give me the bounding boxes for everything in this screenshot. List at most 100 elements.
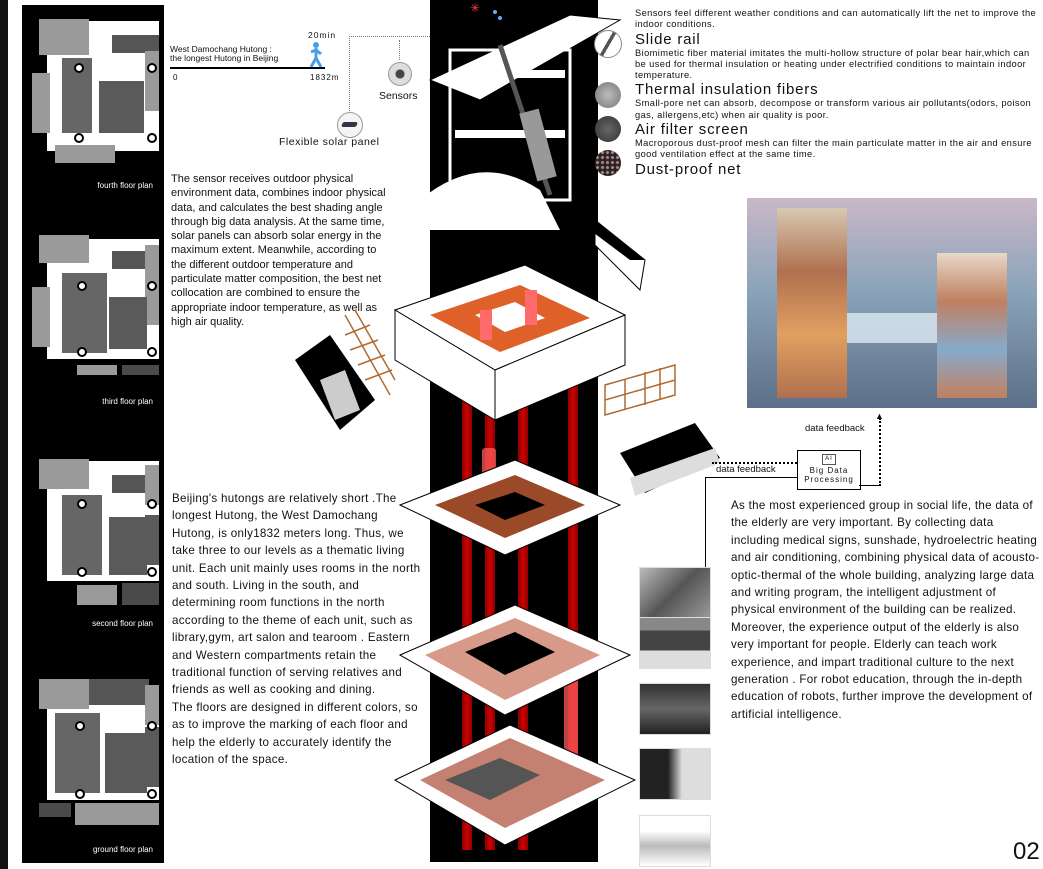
feature-title: Slide rail <box>635 30 701 48</box>
structural-column <box>485 370 495 850</box>
column-marker <box>74 63 84 73</box>
column-marker <box>75 789 85 799</box>
sensors-label: Sensors <box>379 90 418 102</box>
column-marker <box>147 133 157 143</box>
ai-chip-icon: AI <box>822 454 836 465</box>
arrow-up-icon: ▲ <box>875 411 884 421</box>
data-feedback-label-mid: data feedback <box>716 464 776 475</box>
data-input-line <box>705 477 706 567</box>
floor-plan-drawing <box>32 235 165 390</box>
feature-desc: Biomimetic fiber material imitates the m… <box>635 47 1030 81</box>
column-marker <box>147 347 157 357</box>
feature-title: Dust-proof net <box>635 160 742 178</box>
big-data-line2: Processing <box>804 475 854 484</box>
structural-column <box>462 330 472 850</box>
ground-floor-slab <box>393 724 637 846</box>
big-data-line1: Big Data <box>809 466 849 475</box>
flexible-solar-panel-label: Flexible solar panel <box>279 136 380 148</box>
big-data-box: AI Big Data Processing <box>797 450 861 490</box>
floor-plan-fourth: fourth floor plan <box>27 13 165 198</box>
feature-desc: Sensors feel different weather condition… <box>635 8 1037 30</box>
column-marker <box>74 133 84 143</box>
leader-line <box>349 36 444 38</box>
photo-elderly-phone <box>639 567 711 619</box>
slide-rail-icon <box>594 30 622 58</box>
structural-column <box>568 330 578 780</box>
photo-tea-elders <box>639 815 711 867</box>
hutong-text: Beijing's hutongs are relatively short .… <box>172 492 421 697</box>
wooden-screen-right <box>604 364 676 416</box>
floor-plan-label: fourth floor plan <box>97 181 153 190</box>
left-margin <box>8 0 22 869</box>
sun-icon: ✳ <box>470 1 480 15</box>
column-marker <box>77 347 87 357</box>
hutong-scale: West Damochang Hutong : the longest Huto… <box>170 30 338 90</box>
left-border <box>0 0 8 869</box>
floor-plan-label: third floor plan <box>102 397 153 406</box>
column-marker <box>147 567 157 577</box>
floor-plan-second: second floor plan <box>27 455 165 640</box>
wooden-screen <box>344 309 396 396</box>
photo-calligraphy <box>639 748 711 800</box>
lower-floor-slab <box>398 604 632 716</box>
elderly-data-paragraph: As the most experienced group in social … <box>731 497 1041 723</box>
facade-shading-detail: ✳ <box>420 1 622 230</box>
middle-floor-slab <box>398 459 622 556</box>
hutong-caption-line2: the longest Hutong in Beijing <box>170 53 279 63</box>
tower-right <box>937 253 1007 398</box>
column-marker <box>77 499 87 509</box>
column-marker <box>147 499 157 509</box>
scale-start: 0 <box>173 73 178 82</box>
time-label: 20min <box>308 30 337 40</box>
floor-plan-label: second floor plan <box>92 619 153 628</box>
thermal-fiber-icon <box>595 82 621 108</box>
column-marker <box>147 63 157 73</box>
page-number: 02 <box>1013 838 1040 865</box>
floor-plan-drawing <box>39 459 165 615</box>
feature-desc: Macroporous dust-proof mesh can filter t… <box>635 138 1032 160</box>
scale-bar <box>170 67 325 69</box>
scale-end: 1832m <box>310 73 340 82</box>
photo-peking-opera <box>639 683 711 735</box>
feedback-arrow-left <box>712 462 797 465</box>
shading-fin <box>590 218 646 292</box>
column-marker <box>77 281 87 291</box>
hutong-caption-line1: West Damochang Hutong : <box>170 44 272 54</box>
feature-list: Sensors feel different weather condition… <box>635 8 1040 178</box>
column-marker <box>147 789 157 799</box>
sensor-icon <box>388 62 412 86</box>
floor-plan-drawing <box>32 19 165 173</box>
feature-desc: Small-pore net can absorb, decompose or … <box>635 98 1032 120</box>
hutong-paragraph: Beijing's hutongs are relatively short .… <box>172 490 422 769</box>
experience-output-text: Moreover, the experience output of the e… <box>731 620 1033 721</box>
aerial-rendering <box>747 198 1037 408</box>
column-marker <box>147 721 157 731</box>
floor-plan-ground: ground floor plan <box>27 675 165 860</box>
column-marker <box>75 721 85 731</box>
floor-plan-drawing <box>39 679 165 833</box>
solar-panel-icon <box>337 112 363 138</box>
feedback-arrow-vertical <box>879 418 882 486</box>
walking-person-icon <box>309 42 323 68</box>
floor-plan-third: third floor plan <box>27 225 165 410</box>
roof-module <box>620 423 720 496</box>
hutong-caption: West Damochang Hutong : the longest Huto… <box>170 45 278 63</box>
air-filter-icon <box>595 116 621 142</box>
sensor-paragraph: The sensor receives outdoor physical env… <box>171 173 386 328</box>
upper-floor-block <box>393 264 627 421</box>
photo-tai-chi <box>639 617 711 669</box>
leader-line <box>349 36 351 111</box>
shading-module <box>295 335 375 430</box>
leader-line <box>399 40 401 60</box>
connector-line <box>859 485 880 486</box>
column-marker <box>147 281 157 291</box>
floor-plan-panel: fourth floor plan third floor plan <box>22 5 165 863</box>
structural-column <box>518 290 528 850</box>
feature-title: Air filter screen <box>635 121 749 139</box>
data-input-arrow <box>705 477 797 478</box>
elderly-data-text: As the most experienced group in social … <box>731 499 1040 617</box>
data-feedback-label-top: data feedback <box>805 423 865 434</box>
floors-text: The floors are designed in different col… <box>172 700 418 767</box>
column-marker <box>77 567 87 577</box>
feature-title: Thermal insulation fibers <box>635 81 819 99</box>
